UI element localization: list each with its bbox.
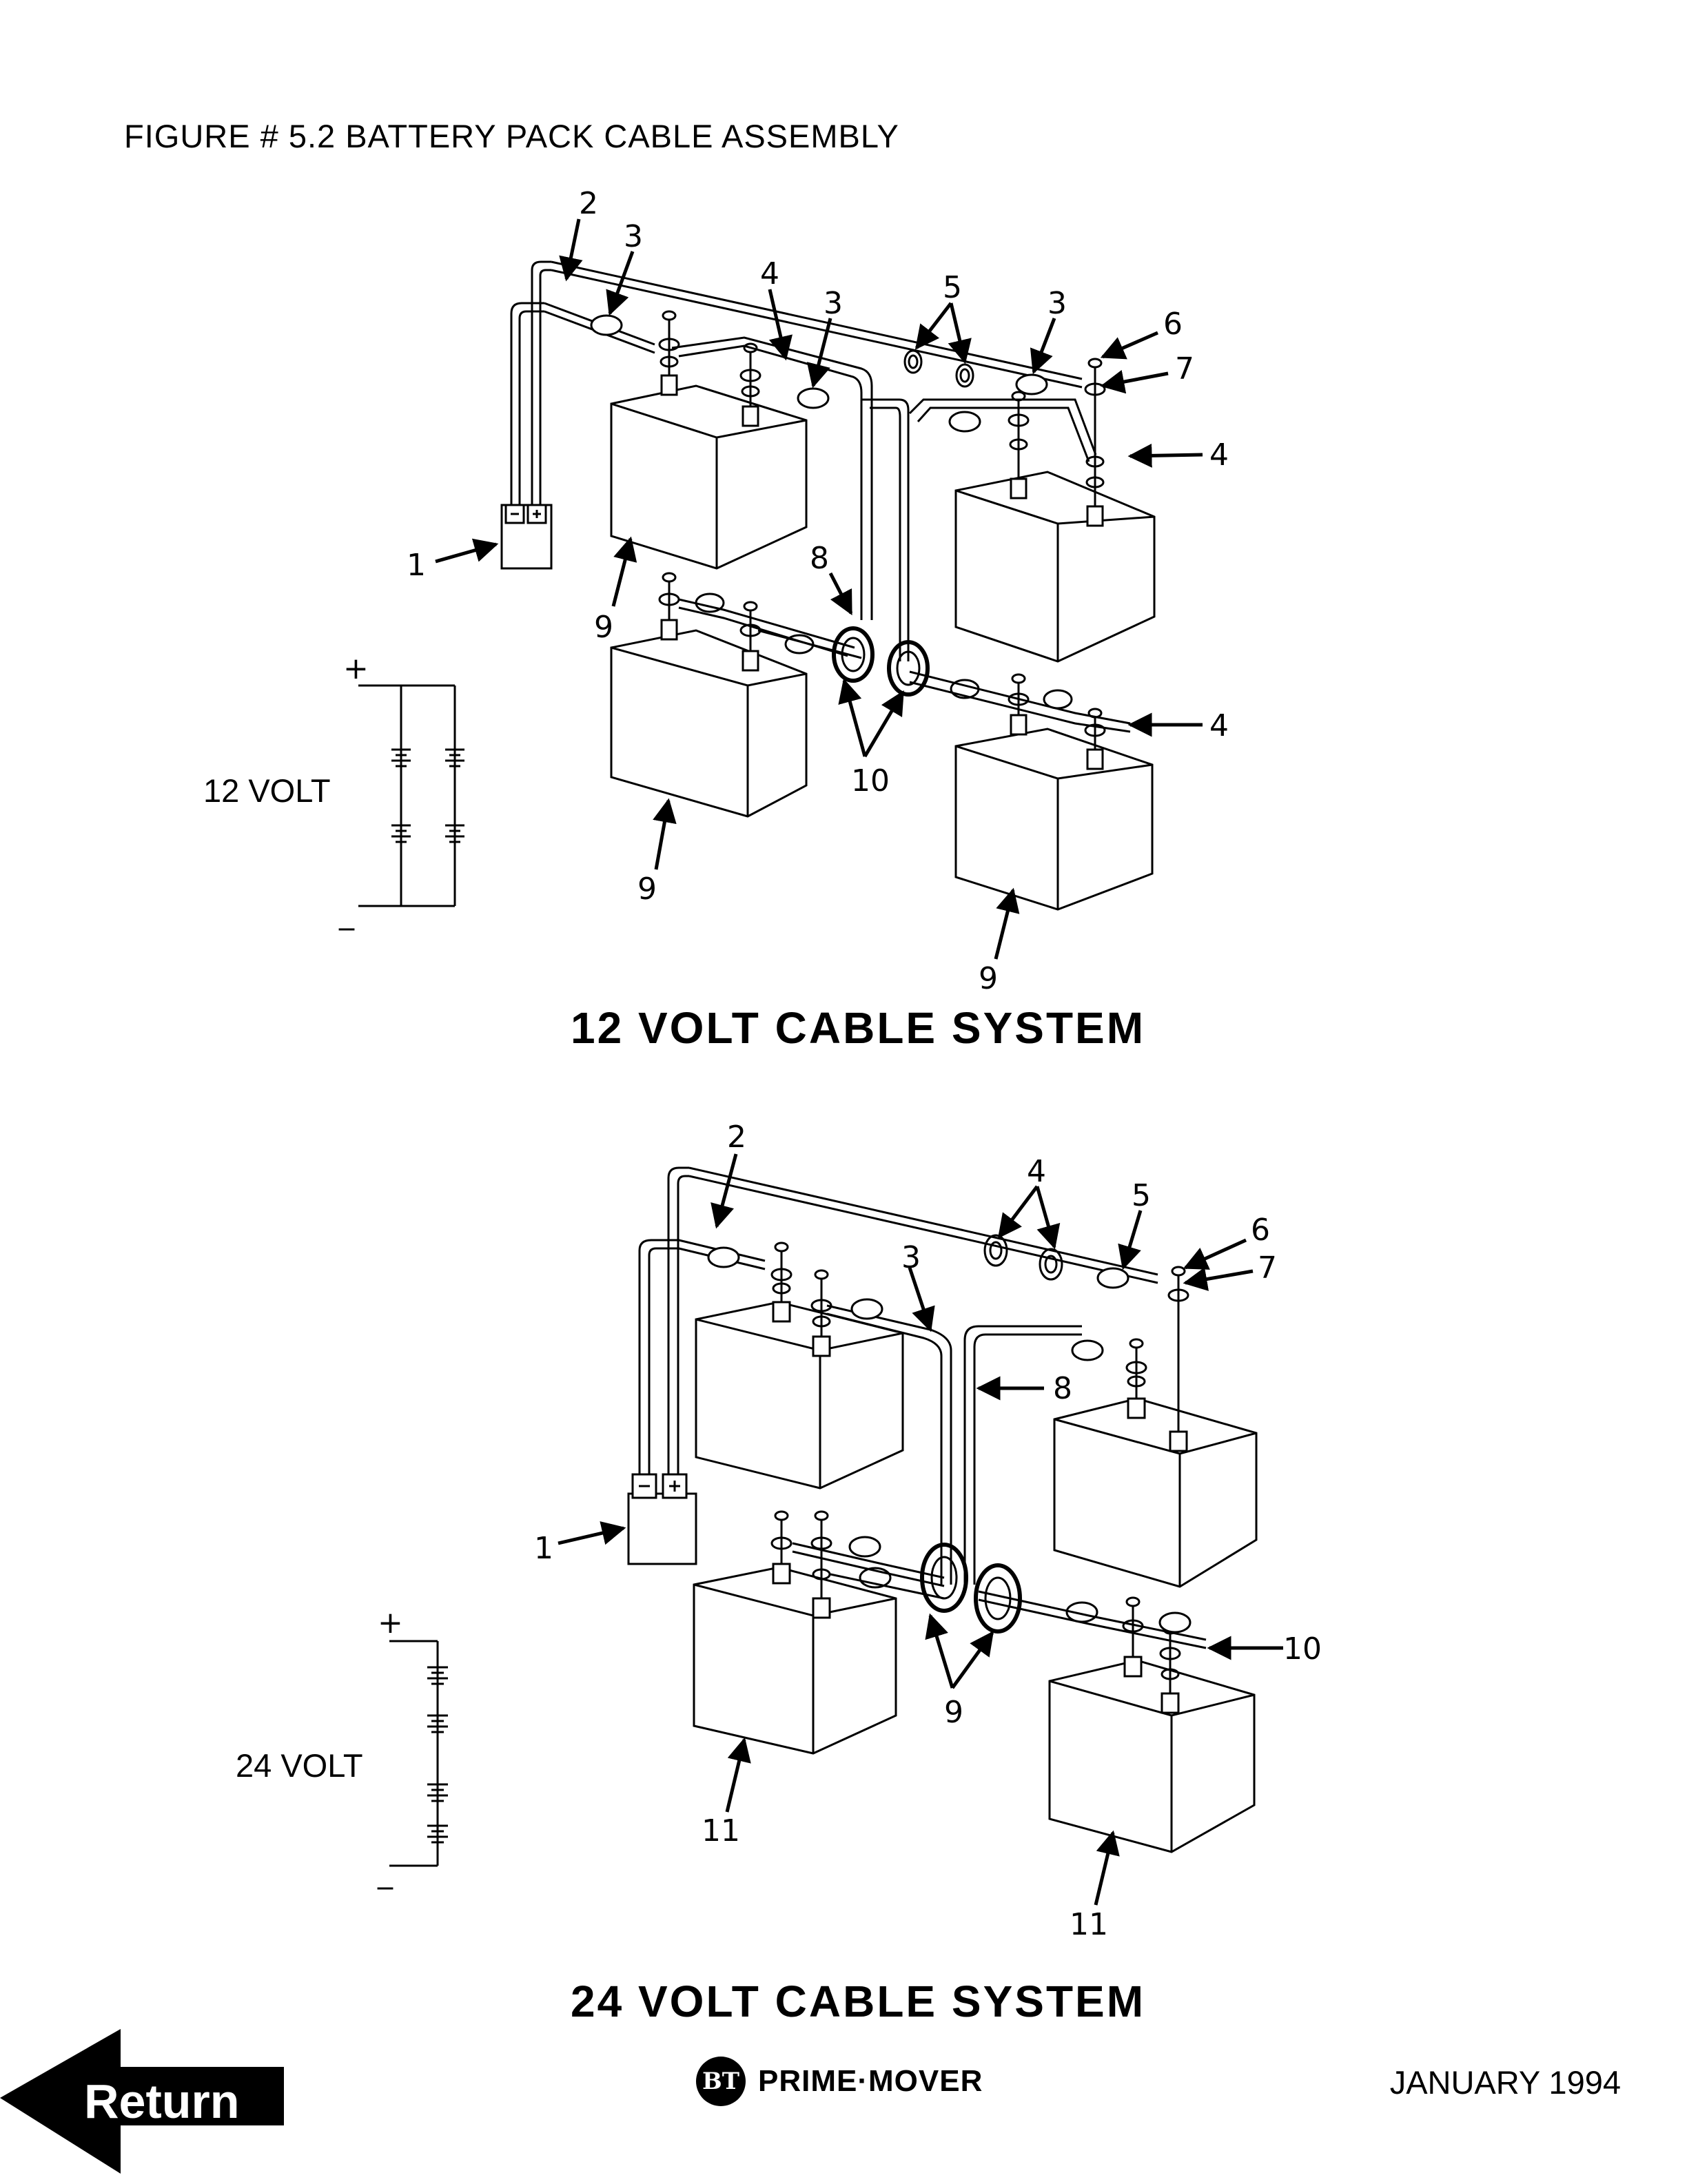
callout-24-7: 7 [1258,1250,1277,1286]
callout-24-2: 2 [727,1120,746,1155]
callout-24-5: 5 [1132,1178,1151,1213]
callout-1: 1 [407,548,426,583]
battery-24v-c [693,1566,897,1755]
battery-12v-c [610,629,808,818]
battery-12v-b [954,471,1156,663]
callout-7: 7 [1175,351,1194,387]
return-button[interactable]: Return [0,2029,289,2181]
battery-24v-b [1053,1397,1258,1588]
terminal-posts-12v [660,374,1104,770]
callout-4a: 4 [760,256,779,291]
callout-24-8: 8 [1053,1371,1072,1406]
callout-4b: 4 [1209,437,1229,473]
return-arrow-icon [0,2029,284,2174]
connector-12v [500,504,553,570]
title-24-volt-system: 24 VOLT CABLE SYSTEM [571,1977,1146,2026]
callout-3c: 3 [1047,286,1067,321]
callout-5: 5 [943,270,962,305]
callout-9c: 9 [979,961,998,996]
callout-24-1: 1 [534,1531,553,1566]
schematic-12v-minus: _ [338,896,355,931]
grommets-12v [903,349,974,388]
terminal-hardware-12v [658,310,1106,750]
diagram-24-volt [389,1153,1283,1906]
callout-3a: 3 [624,219,643,254]
callouts-24v: 1 2 3 4 5 6 7 8 9 10 11 11 + _ [377,1120,1322,1942]
callout-9a: 9 [594,610,613,645]
callouts-12v: 1 2 3 3 3 4 4 4 5 6 7 8 9 9 9 10 + _ [338,186,1229,996]
callout-24-11b: 11 [1070,1907,1108,1942]
battery-24v-d [1048,1659,1256,1853]
return-label: Return [84,2074,240,2128]
figure-title: FIGURE # 5.2 BATTERY PACK CABLE ASSEMBLY [124,118,899,154]
callout-9b: 9 [637,872,657,907]
terminal-hardware-24v [770,1242,1189,1693]
battery-12v-a [610,384,808,570]
callout-8: 8 [810,541,829,576]
bt-logo-icon: BT [696,2057,746,2106]
battery-12v-d [954,728,1154,911]
document-date: JANUARY 1994 [1389,2064,1621,2101]
schematic-24v-minus: _ [377,1855,393,1890]
schematic-12v-label: 12 VOLT [203,772,331,809]
callout-3b: 3 [824,286,843,321]
terminal-posts-24v [772,1301,1188,1714]
brand-name: PRIME·MOVER [758,2064,983,2098]
callout-24-9: 9 [944,1695,963,1730]
callout-4c: 4 [1209,708,1229,743]
schematic-24v-plus: + [378,1605,403,1640]
callout-24-11a: 11 [702,1813,740,1848]
title-12-volt-system: 12 VOLT CABLE SYSTEM [571,1003,1146,1053]
brand: BT PRIME·MOVER [696,2057,983,2106]
schematic-24-volt [389,1640,448,1867]
schematic-12v-plus: + [343,651,369,686]
connector-24v [627,1473,697,1565]
large-grommets-24v [920,1543,1022,1634]
schematic-12-volt [358,684,464,907]
callout-6: 6 [1163,307,1183,342]
callout-10: 10 [851,763,890,799]
large-grommets-12v [832,626,930,697]
callout-24-4: 4 [1027,1154,1046,1189]
callout-arrows-12v [435,218,1203,960]
callout-2: 2 [579,186,598,221]
schematic-24v-label: 24 VOLT [236,1747,363,1784]
callout-24-6: 6 [1251,1213,1270,1248]
callout-24-10: 10 [1283,1631,1322,1667]
callout-24-3: 3 [901,1240,921,1275]
battery-24v-a [695,1301,904,1490]
callout-arrows-24v [558,1153,1283,1906]
diagram-12-volt [358,218,1203,960]
